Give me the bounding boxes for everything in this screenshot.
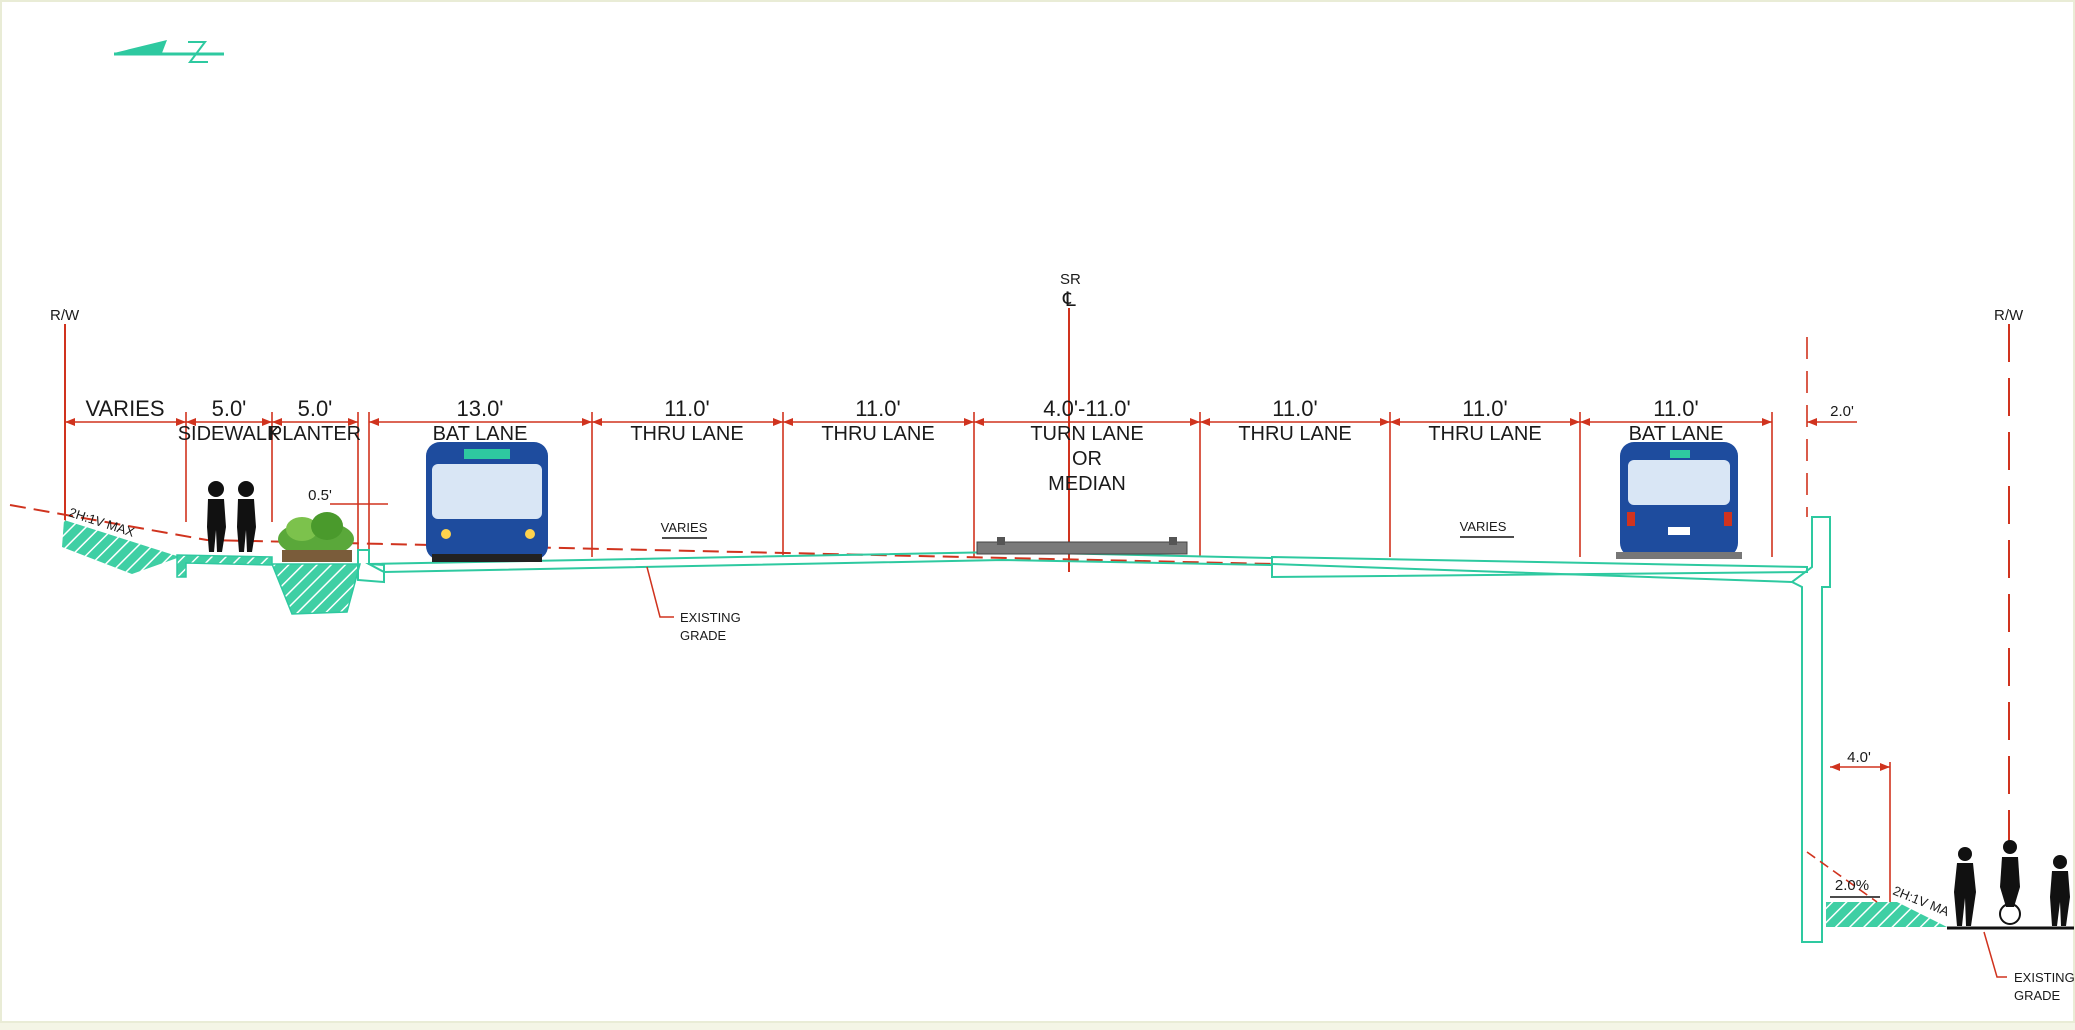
label-thru-3: THRU LANE (1238, 423, 1351, 445)
existing-grade-leader-1 (646, 566, 674, 618)
dim-planter: 5.0' (298, 396, 333, 421)
slope-varies-left: VARIES (661, 520, 708, 535)
rw-left-label: R/W (50, 307, 80, 324)
dim-bat-lane-right: 11.0' (1653, 396, 1698, 421)
lower-dim-label: 4.0' (1847, 749, 1871, 766)
dimension-extension-lines (185, 337, 1808, 567)
existing-grade-label-2: GRADE (680, 628, 727, 643)
label-turn-line-3: MEDIAN (1048, 473, 1126, 495)
label-thru-4: THRU LANE (1428, 423, 1541, 445)
label-bat-lane-right: BAT LANE (1629, 423, 1724, 445)
cross-slope-label: 2.0% (1835, 877, 1869, 894)
label-sidewalk: SIDEWALK (178, 423, 281, 445)
dim-bat-lane-left: 13.0' (456, 396, 503, 421)
centerline-symbol: ℄ (1062, 289, 1076, 311)
dim-thru-2: 11.0' (855, 396, 900, 421)
retaining-wall (1790, 516, 1831, 943)
dim-varies: VARIES (85, 396, 164, 421)
existing-grade-line (9, 504, 1275, 565)
left-embankment (62, 520, 180, 574)
sr-label: SR (1060, 271, 1081, 288)
curb (357, 549, 385, 584)
label-thru-2: THRU LANE (821, 423, 934, 445)
sidewalk-slab (176, 554, 273, 578)
bus-rear-icon (1616, 442, 1742, 559)
dim-offset-right: 2.0' (1830, 403, 1854, 420)
lower-existing-grade-line (1806, 851, 1878, 903)
existing-grade-label-4: GRADE (2014, 988, 2061, 1003)
curb-dim-label: 0.5' (308, 487, 332, 504)
north-arrow-icon (114, 40, 224, 63)
pedestrian-pair-icon (207, 481, 256, 552)
median-barrier-icon (976, 537, 1188, 555)
dim-sidewalk: 5.0' (212, 396, 247, 421)
label-turn-line-1: TURN LANE (1030, 423, 1143, 445)
label-planter: PLANTER (269, 423, 361, 445)
label-turn-line-2: OR (1072, 448, 1102, 470)
existing-grade-label-3: EXISTING (2014, 970, 2075, 985)
existing-grade-leader-2 (1983, 931, 2007, 978)
planter-box (270, 563, 361, 615)
deck-soffit (1271, 563, 1793, 583)
lower-slope-fill (1826, 902, 1947, 927)
dim-thru-3: 11.0' (1272, 396, 1317, 421)
existing-grade-label-1: EXISTING (680, 610, 741, 625)
dim-thru-1: 11.0' (664, 396, 709, 421)
label-thru-1: THRU LANE (630, 423, 743, 445)
dim-thru-4: 11.0' (1462, 396, 1507, 421)
cyclist-pedestrian-group-icon (1954, 840, 2070, 926)
dim-turn: 4.0'-11.0' (1043, 396, 1131, 421)
label-bat-lane-left: BAT LANE (433, 423, 528, 445)
shrub-icon (278, 512, 354, 562)
roadway-right (1271, 555, 1808, 579)
rw-right-label: R/W (1994, 307, 2024, 324)
slope-varies-right: VARIES (1460, 519, 1507, 534)
bus-front-icon (426, 442, 548, 562)
